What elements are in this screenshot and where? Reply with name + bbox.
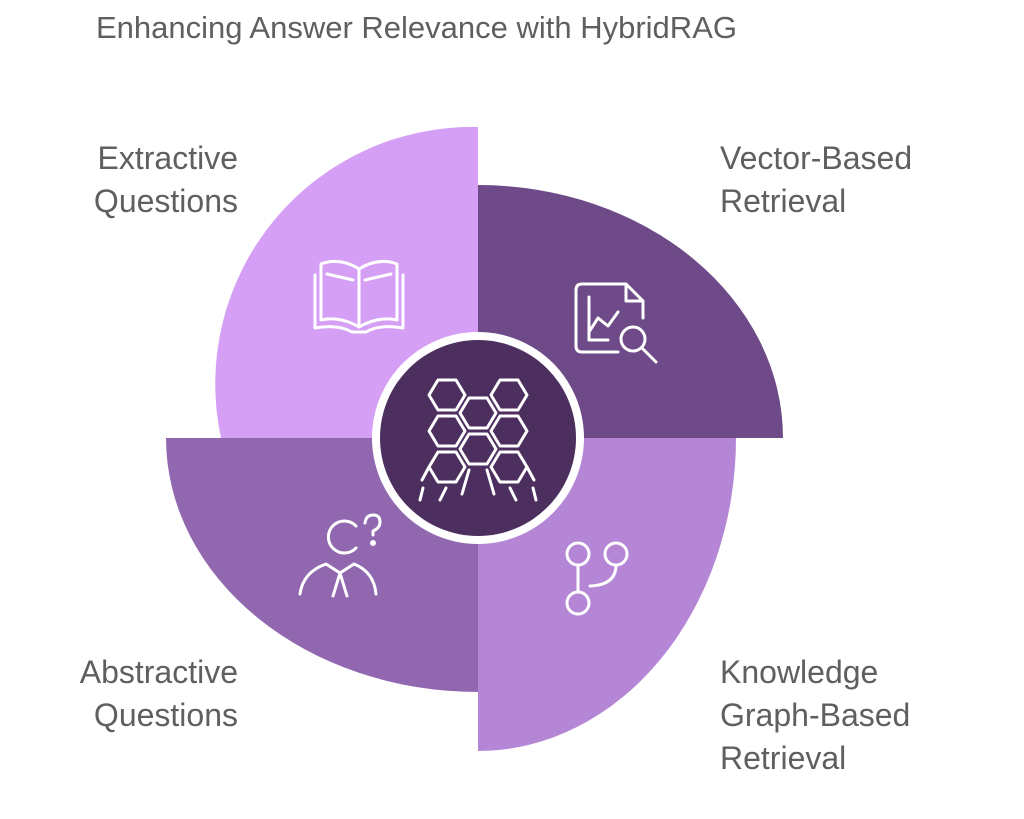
label-extractive: Extractive Questions (93, 140, 238, 219)
person-question-icon (298, 513, 382, 598)
chart-search-icon (574, 282, 658, 364)
center-hub (380, 340, 576, 536)
label-abstractive: Abstractive Questions (79, 654, 238, 733)
git-branch-icon (565, 541, 629, 616)
label-knowledge-graph: Knowledge Graph-Based Retrieval (720, 654, 911, 776)
diagram-title: Enhancing Answer Relevance with HybridRA… (96, 10, 737, 45)
honeycomb-icon (418, 378, 538, 502)
label-vector: Vector-Based Retrieval (720, 140, 913, 219)
open-book-icon (313, 259, 405, 334)
